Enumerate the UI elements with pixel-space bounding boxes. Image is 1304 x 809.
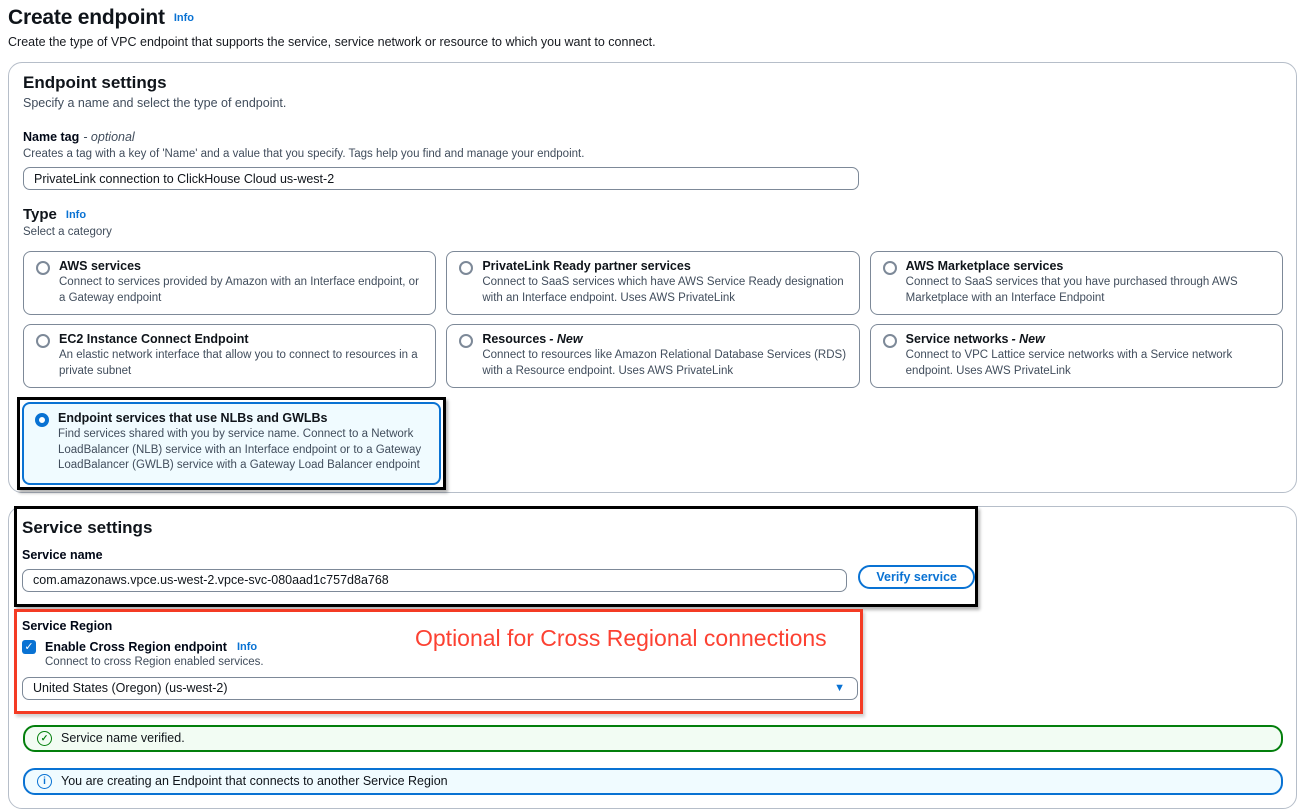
service-verified-text: Service name verified.	[61, 731, 185, 746]
annotation-box-service-region: Service Region ✓ Enable Cross Region end…	[14, 608, 863, 714]
type-option-endpoint-services-nlb-gwlb[interactable]: Endpoint services that use NLBs and GWLB…	[22, 402, 441, 485]
radio-icon[interactable]	[459, 261, 474, 275]
endpoint-settings-panel: Endpoint settings Specify a name and sel…	[8, 62, 1297, 493]
name-tag-label: Name tag	[23, 130, 80, 144]
option-description: Connect to VPC Lattice service networks …	[905, 349, 1233, 377]
endpoint-settings-heading: Endpoint settings	[23, 73, 167, 92]
name-tag-field: Name tag- optional Creates a tag with a …	[23, 128, 1283, 190]
check-circle-icon: ✓	[37, 730, 52, 746]
type-option-resources[interactable]: Resources- New Connect to resources like…	[446, 324, 860, 389]
service-settings-heading: Service settings	[22, 517, 153, 537]
type-hint: Select a category	[23, 226, 112, 238]
endpoint-settings-description: Specify a name and select the type of en…	[23, 96, 287, 110]
service-region-selected-value: United States (Oregon) (us-west-2)	[33, 681, 228, 696]
option-description: Connect to services provided by Amazon w…	[59, 276, 419, 304]
option-title: Service networks- New	[905, 332, 1045, 347]
title-info-link[interactable]: Info	[173, 12, 195, 24]
page-subtitle: Create the type of VPC endpoint that sup…	[8, 35, 656, 49]
service-region-label: Service Region	[22, 618, 113, 633]
type-option-marketplace[interactable]: AWS Marketplace services Connect to SaaS…	[869, 251, 1283, 316]
cross-region-info-link[interactable]: Info	[236, 640, 258, 653]
service-name-label: Service name	[22, 547, 103, 562]
name-tag-hint: Creates a tag with a key of 'Name' and a…	[23, 148, 585, 160]
cross-region-info-alert: i You are creating an Endpoint that conn…	[23, 767, 1283, 795]
type-section: Type Info Select a category AWS services …	[17, 206, 1283, 490]
option-new-badge: - New	[1011, 332, 1045, 347]
option-description: Connect to SaaS services which have AWS …	[482, 276, 844, 304]
type-option-ec2-instance-connect[interactable]: EC2 Instance Connect Endpoint An elastic…	[23, 324, 437, 389]
option-title: Resources- New	[482, 332, 583, 347]
option-title: Endpoint services that use NLBs and GWLB…	[58, 411, 328, 426]
radio-icon[interactable]	[36, 334, 50, 349]
cross-region-checkbox[interactable]: ✓	[22, 639, 36, 654]
radio-checked-icon[interactable]	[35, 413, 49, 428]
option-title: EC2 Instance Connect Endpoint	[59, 332, 249, 347]
page-title: Create endpoint	[8, 6, 165, 29]
radio-icon[interactable]	[882, 261, 897, 275]
option-title: AWS Marketplace services	[905, 259, 1064, 273]
radio-icon[interactable]	[36, 261, 50, 275]
info-circle-icon: i	[37, 773, 52, 789]
type-option-service-networks[interactable]: Service networks- New Connect to VPC Lat…	[869, 324, 1283, 389]
option-new-badge: - New	[549, 332, 583, 347]
annotation-cross-region-note: Optional for Cross Regional connections	[415, 624, 827, 651]
annotation-box-selected-option: Endpoint services that use NLBs and GWLB…	[17, 397, 446, 490]
cross-region-hint: Connect to cross Region enabled services…	[45, 655, 264, 668]
type-option-aws-services[interactable]: AWS services Connect to services provide…	[23, 251, 437, 316]
option-description: Find services shared with you by service…	[58, 428, 422, 472]
annotation-box-service-settings: Service settings Service name Verify ser…	[14, 505, 978, 607]
type-info-link[interactable]: Info	[65, 209, 87, 221]
name-tag-input[interactable]	[23, 167, 859, 190]
option-title: PrivateLink Ready partner services	[482, 259, 691, 273]
caret-down-icon: ▼	[834, 681, 845, 694]
option-description: Connect to resources like Amazon Relatio…	[482, 349, 847, 377]
verify-service-button[interactable]: Verify service	[858, 564, 975, 589]
cross-region-info-text: You are creating an Endpoint that connec…	[61, 774, 448, 789]
page-header: Create endpoint Info Create the type of V…	[0, 0, 1304, 49]
cross-region-checkbox-label: Enable Cross Region endpoint	[45, 639, 227, 654]
service-region-select[interactable]: United States (Oregon) (us-west-2) ▼	[22, 676, 858, 700]
radio-icon[interactable]	[459, 334, 474, 349]
service-name-input[interactable]	[22, 568, 848, 592]
option-description: Connect to SaaS services that you have p…	[905, 276, 1238, 304]
service-verified-alert: ✓ Service name verified.	[23, 724, 1283, 752]
option-description: An elastic network interface that allow …	[59, 349, 418, 377]
radio-icon[interactable]	[882, 334, 897, 349]
type-option-privatelink-partner[interactable]: PrivateLink Ready partner services Conne…	[446, 251, 860, 316]
name-tag-optional: - optional	[83, 130, 135, 144]
option-title: AWS services	[59, 259, 141, 273]
type-label: Type	[23, 206, 57, 223]
type-option-grid: AWS services Connect to services provide…	[23, 251, 1283, 389]
service-settings-panel: Service settings Service name Verify ser…	[8, 505, 1297, 809]
